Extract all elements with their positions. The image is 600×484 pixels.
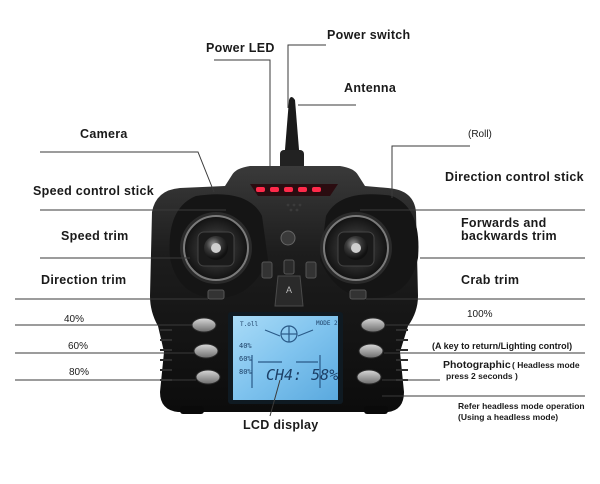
label-return-key: (A key to return/Lighting control) xyxy=(432,341,573,351)
lcd-reading: CH4: 58% xyxy=(266,366,338,384)
label-camera: Camera xyxy=(80,127,128,141)
lcd-80: 80% xyxy=(239,368,252,376)
label-speed-trim: Speed trim xyxy=(61,229,129,243)
label-crab-trim: Crab trim xyxy=(461,273,520,287)
direction-control-stick[interactable] xyxy=(320,212,392,284)
leader-lines xyxy=(15,44,585,417)
label-power-switch: Power switch xyxy=(327,28,411,42)
forwards-backwards-trim-button[interactable] xyxy=(305,261,317,279)
lcd-display: T.oll 40% 60% 80% MODE 2 CH4: 58% xyxy=(228,312,343,404)
photographic-headless-button[interactable] xyxy=(356,369,382,385)
label-headless-1: ( Headless mode xyxy=(512,360,580,370)
label-100-percent: 100% xyxy=(467,309,493,320)
label-forwards-backwards-trim-2: backwards trim xyxy=(461,229,557,243)
label-headless-2: press 2 seconds ) xyxy=(446,371,518,381)
label-60-percent: 60% xyxy=(68,341,89,352)
label-forwards-backwards-trim-1: Forwards and xyxy=(461,216,547,230)
button-40-percent[interactable] xyxy=(191,317,217,333)
lcd-40: 40% xyxy=(239,342,252,350)
label-direction-trim: Direction trim xyxy=(41,273,127,287)
label-photographic: Photographic xyxy=(443,359,511,371)
label-speed-control-stick: Speed control stick xyxy=(33,184,155,198)
speed-trim-button[interactable] xyxy=(261,261,273,279)
power-switch[interactable] xyxy=(280,230,296,246)
svg-text:A: A xyxy=(286,285,292,295)
direction-trim-button[interactable] xyxy=(207,289,225,300)
return-lighting-button[interactable] xyxy=(358,343,384,359)
button-80-percent[interactable] xyxy=(195,369,221,385)
label-roll: (Roll) xyxy=(468,129,492,140)
lcd-60: 60% xyxy=(239,355,252,363)
crab-trim-button[interactable] xyxy=(349,289,367,300)
power-led xyxy=(250,184,338,196)
antenna xyxy=(280,97,304,172)
label-direction-control-stick: Direction control stick xyxy=(445,170,584,184)
label-power-led: Power LED xyxy=(206,41,275,55)
label-refer-2: (Using a headless mode) xyxy=(458,412,559,422)
label-80-percent: 80% xyxy=(69,367,90,378)
label-lcd-display: LCD display xyxy=(243,418,319,432)
lcd-mode: MODE 2 xyxy=(316,320,338,327)
svg-text:T.oll: T.oll xyxy=(240,321,258,328)
label-40-percent: 40% xyxy=(64,314,85,325)
speed-control-stick[interactable] xyxy=(180,212,252,284)
button-100-percent[interactable] xyxy=(360,317,386,333)
label-antenna: Antenna xyxy=(344,81,397,95)
button-60-percent[interactable] xyxy=(193,343,219,359)
label-refer-1: Refer headless mode operation xyxy=(458,401,585,411)
